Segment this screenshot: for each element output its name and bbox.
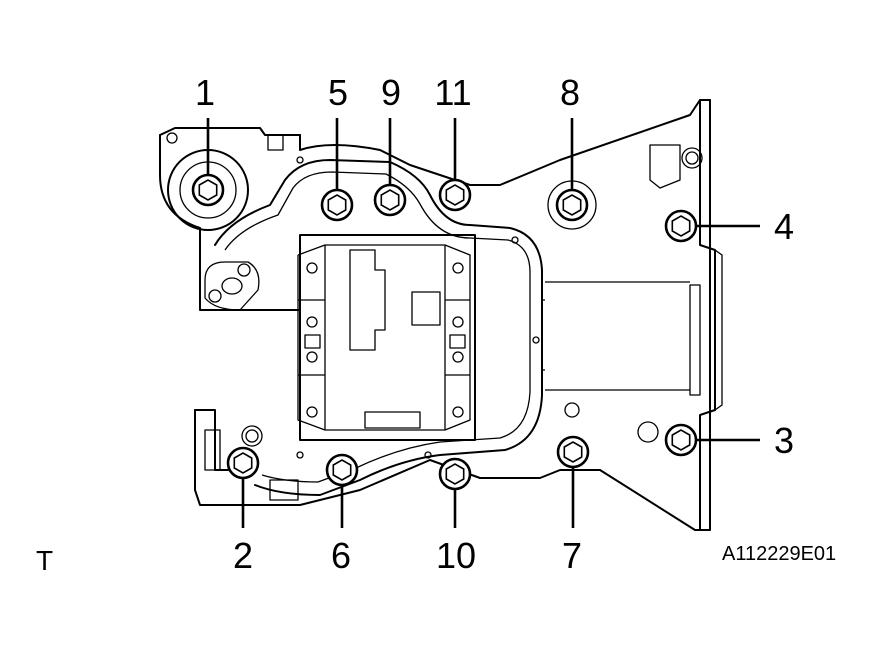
callout-number-10: 10 (436, 535, 476, 576)
callout-number-3: 3 (774, 420, 794, 461)
bolt-6: 6 (325, 453, 359, 576)
housing-outline (159, 99, 723, 531)
bolt-head-10 (438, 457, 472, 491)
callout-number-9: 9 (381, 72, 401, 113)
bolt-head-3 (664, 423, 698, 457)
bolt-hex-4 (671, 215, 691, 237)
bolt-hex-6 (332, 459, 352, 481)
bolt-hex-7 (563, 441, 583, 463)
callout-number-8: 8 (560, 72, 580, 113)
callout-number-5: 5 (328, 72, 348, 113)
bolt-head-1 (191, 173, 225, 207)
bolt-hex-9 (380, 189, 400, 211)
bolt-7: 7 (556, 435, 590, 576)
bolt-head-8 (555, 188, 589, 222)
bolt-hex-3 (671, 429, 691, 451)
callout-number-2: 2 (233, 535, 253, 576)
bolt-hex-2 (233, 452, 253, 474)
callout-number-7: 7 (562, 535, 582, 576)
bolt-head-2 (226, 446, 260, 480)
bolt-hex-1 (198, 179, 218, 201)
bolt-4: 4 (664, 206, 794, 247)
bolt-2: 2 (226, 446, 260, 576)
bolt-head-11 (438, 178, 472, 212)
bolt-8: 8 (555, 72, 589, 222)
callout-number-4: 4 (774, 206, 794, 247)
bolt-head-6 (325, 453, 359, 487)
bolt-head-4 (664, 209, 698, 243)
bolt-hex-5 (327, 194, 347, 216)
bolt-11: 11 (434, 72, 472, 212)
callout-number-11: 11 (434, 72, 471, 113)
bolt-hex-10 (445, 463, 465, 485)
bolt-head-9 (373, 183, 407, 217)
bolt-9: 9 (373, 72, 407, 217)
bolt-10: 10 (436, 457, 476, 576)
bolt-head-5 (320, 188, 354, 222)
bolt-callouts: 1 2 3 4 5 6 7 8 9 10 11 (191, 72, 794, 576)
corner-marker: T (36, 545, 53, 576)
bolt-head-7 (556, 435, 590, 469)
bolt-3: 3 (664, 420, 794, 461)
figure-code: A112229E01 (722, 543, 836, 565)
bolt-hex-11 (445, 184, 465, 206)
callout-number-1: 1 (195, 72, 215, 113)
bolt-hex-8 (562, 194, 582, 216)
callout-number-6: 6 (331, 535, 351, 576)
bolt-1: 1 (191, 72, 225, 207)
bolt-5: 5 (320, 72, 354, 222)
